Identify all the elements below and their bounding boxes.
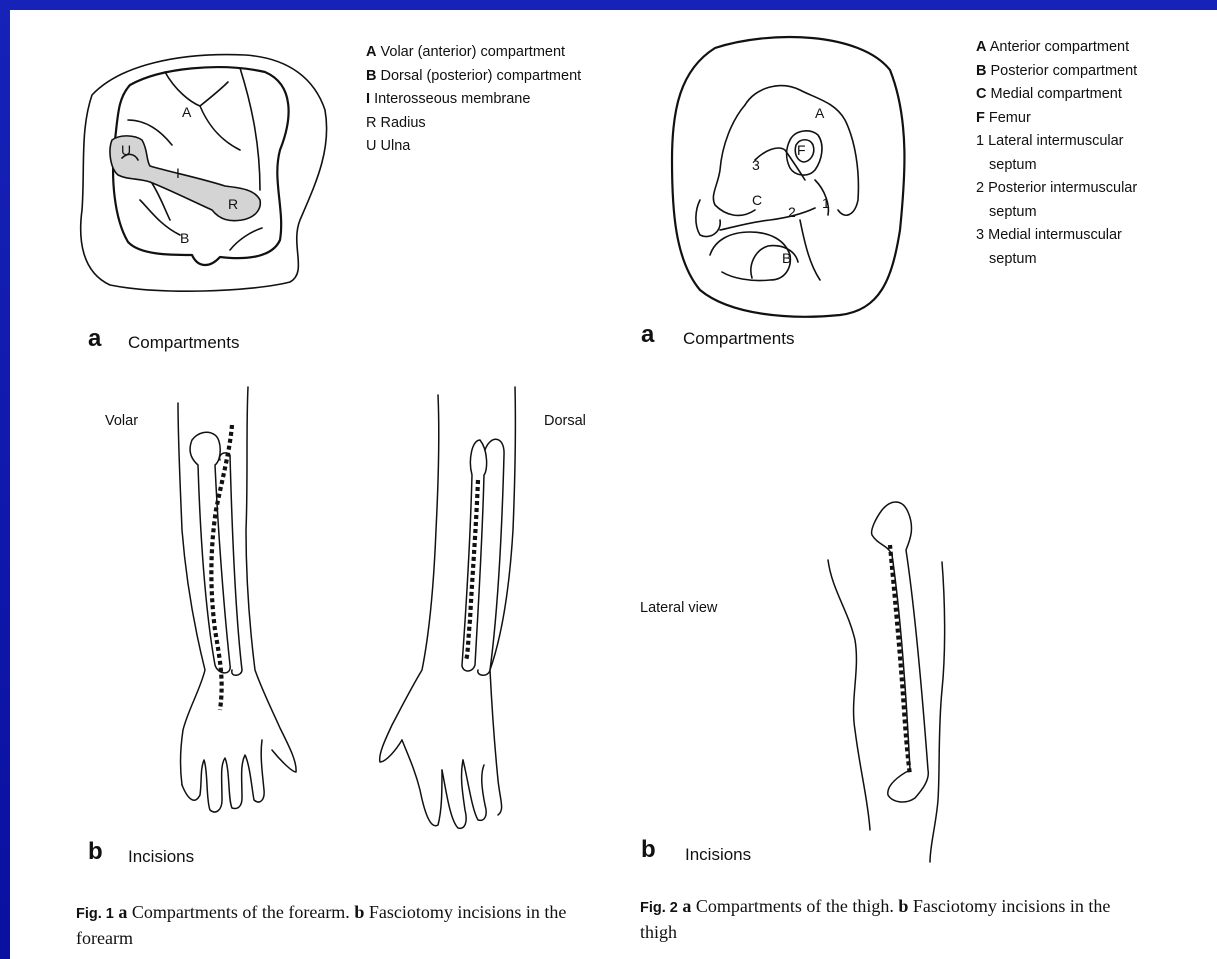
legend-text: Ulna (381, 138, 411, 154)
fig1-caption: Fig. 1 a Compartments of the forearm. b … (76, 900, 596, 950)
caption-text-a: Compartments of the forearm. (127, 902, 354, 922)
legend-key: B (366, 68, 376, 84)
legend-item: A Anterior compartment (976, 36, 1137, 60)
legend-key: 1 (976, 133, 984, 149)
legend-key: C (976, 86, 986, 102)
forearm-label-A: A (182, 104, 192, 120)
legend-text: Medial intermuscular (988, 227, 1122, 243)
legend-key: U (366, 138, 376, 154)
caption-fig-label: Fig. 1 (76, 906, 114, 922)
legend-text: Medial compartment (991, 86, 1122, 102)
thigh-label-3: 3 (752, 157, 760, 173)
legend-text: Posterior compartment (991, 63, 1138, 79)
thigh-legend: A Anterior compartment B Posterior compa… (976, 36, 1137, 271)
legend-item: B Dorsal (posterior) compartment (366, 65, 581, 89)
slide-canvas: A U I R B (10, 10, 1217, 959)
legend-key: 3 (976, 227, 984, 243)
volar-view-label: Volar (105, 413, 138, 429)
legend-item: A Volar (anterior) compartment (366, 41, 581, 65)
legend-text: Interosseous membrane (374, 91, 530, 107)
legend-key: B (976, 63, 986, 79)
forearm-label-U: U (121, 142, 131, 158)
legend-item: 2 Posterior intermuscular (976, 177, 1137, 201)
legend-text: Radius (381, 115, 426, 131)
caption-part-b: b (898, 896, 908, 916)
thigh-label-A: A (815, 105, 825, 121)
fig1-panel-a-title: Compartments (128, 333, 239, 353)
fig2-panel-b-letter: b (641, 836, 656, 864)
lateral-thigh-drawing (828, 502, 945, 862)
fig1-panel-b-title: Incisions (128, 847, 194, 867)
legend-item: C Medial compartment (976, 83, 1137, 107)
caption-part-b: b (354, 902, 364, 922)
fig2-panel-a-title: Compartments (683, 329, 794, 349)
legend-text: Femur (989, 110, 1031, 126)
legend-text: Dorsal (posterior) compartment (381, 68, 582, 84)
forearm-label-I: I (176, 165, 180, 181)
lateral-view-label: Lateral view (640, 600, 717, 616)
legend-text: Volar (anterior) compartment (381, 44, 566, 60)
legend-item: 3 Medial intermuscular (976, 224, 1137, 248)
forearm-label-B: B (180, 230, 189, 246)
legend-item: B Posterior compartment (976, 60, 1137, 84)
thigh-skin-outline (672, 37, 904, 317)
legend-item-continuation: septum (976, 248, 1137, 272)
lateral-thigh-incision (890, 545, 910, 775)
legend-text: Lateral intermuscular (988, 133, 1123, 149)
legend-key: R (366, 115, 376, 131)
legend-text: Posterior intermuscular (988, 180, 1137, 196)
legend-key: I (366, 91, 370, 107)
thigh-label-C: C (752, 192, 762, 208)
dorsal-view-label: Dorsal (544, 413, 586, 429)
legend-text: Anterior compartment (990, 39, 1129, 55)
caption-fig-label: Fig. 2 (640, 900, 678, 916)
legend-key: 2 (976, 180, 984, 196)
legend-item: I Interosseous membrane (366, 88, 581, 112)
fig1-panel-b-letter: b (88, 838, 103, 866)
fig2-caption: Fig. 2 a Compartments of the thigh. b Fa… (640, 894, 1150, 944)
thigh-label-1: 1 (822, 195, 830, 211)
legend-item-continuation: septum (976, 201, 1137, 225)
forearm-label-R: R (228, 196, 238, 212)
legend-key: A (976, 39, 986, 55)
dorsal-forearm-drawing (380, 387, 516, 828)
fig1-panel-a-letter: a (88, 325, 101, 353)
thigh-label-F: F (797, 142, 806, 158)
volar-forearm-drawing (178, 387, 296, 812)
fig2-panel-b-title: Incisions (685, 845, 751, 865)
caption-text-a: Compartments of the thigh. (691, 896, 898, 916)
legend-item: F Femur (976, 107, 1137, 131)
legend-item: U Ulna (366, 135, 581, 159)
fig2-panel-a-letter: a (641, 321, 654, 349)
legend-item: R Radius (366, 112, 581, 136)
thigh-label-2: 2 (788, 204, 796, 220)
legend-key: A (366, 44, 376, 60)
legend-item-continuation: septum (976, 154, 1137, 178)
legend-key: F (976, 110, 985, 126)
legend-item: 1 Lateral intermuscular (976, 130, 1137, 154)
forearm-legend: A Volar (anterior) compartment B Dorsal … (366, 41, 581, 159)
thigh-label-B: B (782, 250, 791, 266)
